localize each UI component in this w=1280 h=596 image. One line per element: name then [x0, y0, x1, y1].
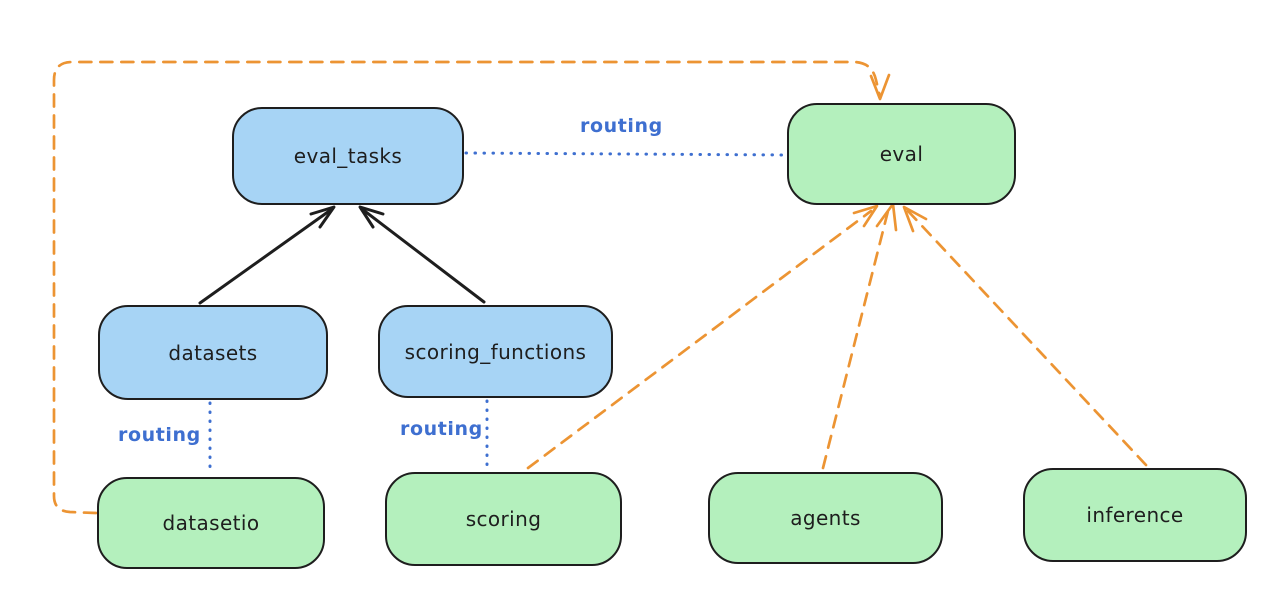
node-datasets-label: datasets [168, 340, 258, 365]
node-eval-tasks: eval_tasks [232, 107, 464, 205]
edge-label-routing-datasets-datasetio: routing [118, 424, 201, 446]
edge-scoring-functions-to-eval-tasks [358, 205, 486, 304]
edge-label-routing-eval-tasks-eval: routing [580, 115, 663, 137]
edge-agents-to-eval [821, 202, 898, 470]
node-scoring-label: scoring [465, 507, 542, 531]
edge-arrowhead [902, 205, 928, 233]
edge-arrowhead [852, 204, 879, 228]
node-scoring: scoring [385, 472, 622, 566]
edge-datasets-to-eval-tasks [198, 205, 336, 305]
node-agents: agents [708, 472, 943, 564]
edge-datasetio-to-eval [52, 60, 891, 515]
edge-arrowhead [309, 205, 336, 229]
edge-path [52, 60, 882, 515]
edge-path [821, 209, 890, 470]
edge-path [198, 207, 334, 305]
edge-path [906, 209, 1148, 467]
edge-eval-tasks-to-eval [464, 151, 788, 157]
node-eval-tasks-label: eval_tasks [293, 144, 403, 168]
edge-inference-to-eval [902, 205, 1148, 467]
node-scoring-functions: scoring_functions [378, 305, 613, 398]
edge-label-routing-scoring-functions-scoring: routing [400, 418, 483, 440]
node-eval-label: eval [879, 142, 924, 166]
edge-path [526, 209, 873, 470]
node-scoring-functions-label: scoring_functions [404, 339, 587, 364]
edge-scoring-to-eval [526, 204, 879, 470]
node-agents-label: agents [790, 506, 861, 530]
edge-path [360, 207, 486, 304]
node-datasetio-label: datasetio [162, 511, 260, 535]
edge-path [464, 151, 788, 157]
node-inference: inference [1023, 468, 1247, 562]
node-datasetio: datasetio [97, 477, 325, 569]
node-datasets: datasets [98, 305, 328, 400]
node-eval: eval [787, 103, 1016, 205]
node-inference-label: inference [1086, 503, 1184, 527]
edge-arrowhead [869, 73, 891, 101]
edge-arrowhead [358, 205, 385, 229]
